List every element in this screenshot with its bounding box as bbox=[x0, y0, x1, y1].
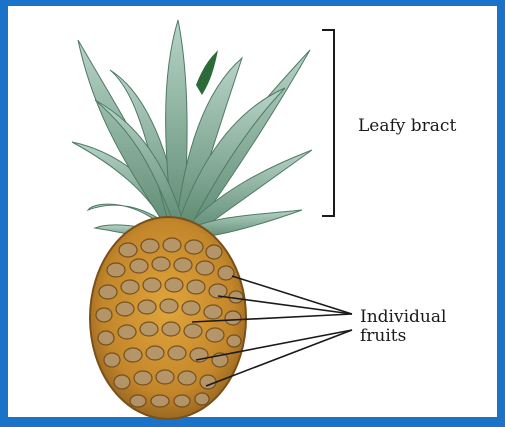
leafy-bract-bracket bbox=[322, 30, 334, 216]
leader-line-1 bbox=[232, 276, 352, 314]
individual-fruits-label: Individual fruits bbox=[360, 308, 446, 346]
individual-fruits-label-line2: fruits bbox=[360, 327, 446, 346]
individual-fruits-label-line1: Individual bbox=[360, 308, 446, 327]
dark-leaf-accent bbox=[196, 50, 218, 95]
pineapple-body bbox=[90, 217, 246, 419]
leafy-bract-label: Leafy bract bbox=[358, 117, 456, 136]
leafy-bract-crown bbox=[72, 20, 312, 240]
